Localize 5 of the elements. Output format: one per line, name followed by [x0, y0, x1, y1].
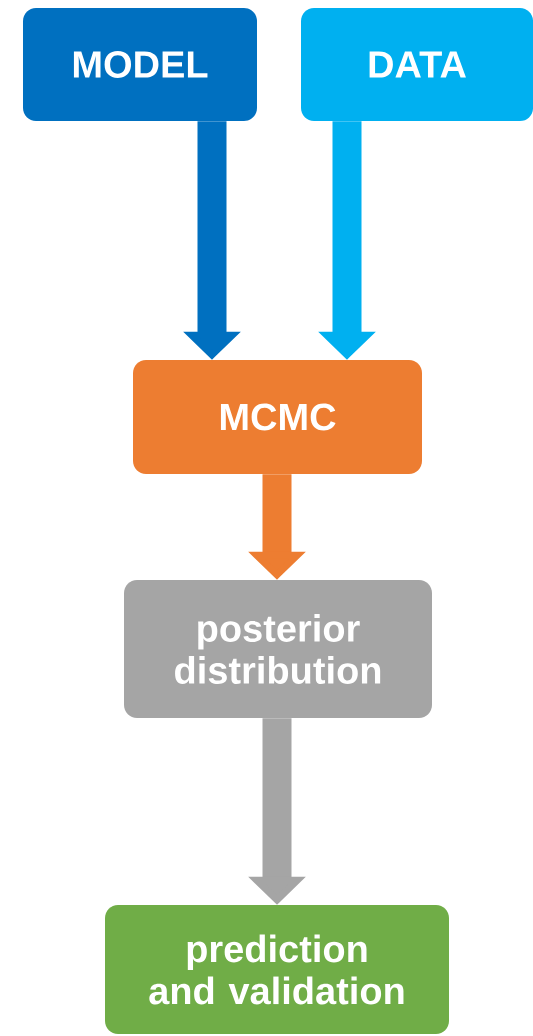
- process-box: MODEL: [23, 8, 257, 121]
- process-box: prediction and validation: [105, 905, 449, 1034]
- process-box: posterior distribution: [124, 580, 432, 718]
- process-box: MCMC: [133, 360, 422, 474]
- process-box: DATA: [301, 8, 533, 121]
